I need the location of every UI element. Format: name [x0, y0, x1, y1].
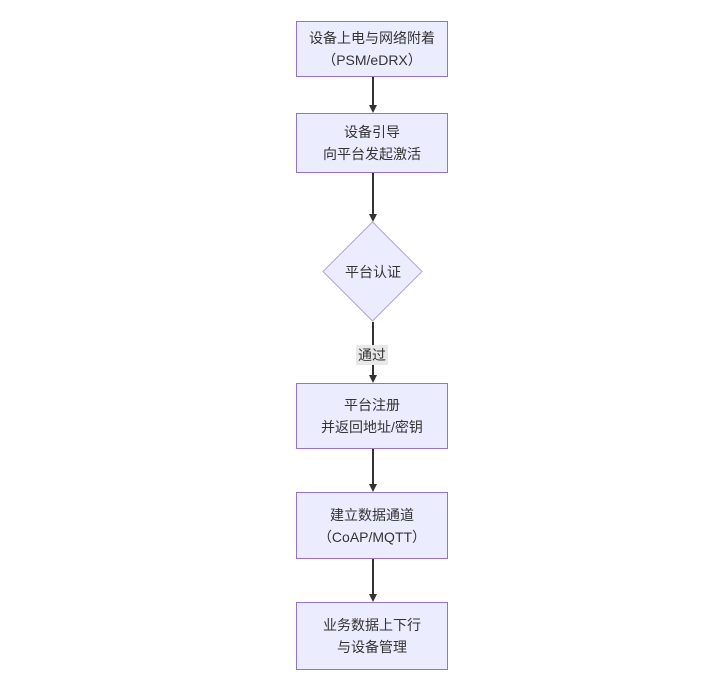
arrowhead-icon	[369, 594, 377, 602]
edge-label-pass: 通过	[356, 345, 388, 365]
node-text-line: 平台注册	[344, 397, 400, 413]
edge-line	[372, 77, 374, 105]
node-text-line: 设备上电与网络附着	[309, 30, 435, 46]
node-text-line: 业务数据上下行	[323, 617, 421, 633]
node-text-line: 建立数据通道	[330, 506, 414, 523]
arrowhead-icon	[369, 375, 377, 383]
arrowhead-icon	[369, 484, 377, 492]
arrowhead-icon	[369, 105, 377, 113]
node-device-bootstrap: 设备引导 向平台发起激活	[296, 113, 448, 173]
node-platform-register: 平台注册 并返回地址/密钥	[296, 383, 448, 449]
node-text-line: （PSM/eDRX）	[322, 52, 422, 68]
edge-line	[372, 449, 374, 484]
node-power-network-attach: 设备上电与网络附着 （PSM/eDRX）	[296, 21, 448, 77]
node-text-line: （CoAP/MQTT）	[317, 528, 427, 545]
node-text-line: 向平台发起激活	[323, 146, 421, 162]
edge-line	[372, 173, 374, 214]
node-text-line: 并返回地址/密钥	[321, 419, 423, 435]
node-text-line: 与设备管理	[337, 639, 407, 655]
node-platform-auth-label: 平台认证	[345, 264, 401, 280]
edge-line	[372, 559, 374, 594]
node-data-channel: 建立数据通道 （CoAP/MQTT）	[296, 492, 448, 559]
arrowhead-icon	[369, 214, 377, 222]
node-text-line: 设备引导	[344, 124, 400, 140]
node-business-data: 业务数据上下行 与设备管理	[296, 602, 448, 670]
